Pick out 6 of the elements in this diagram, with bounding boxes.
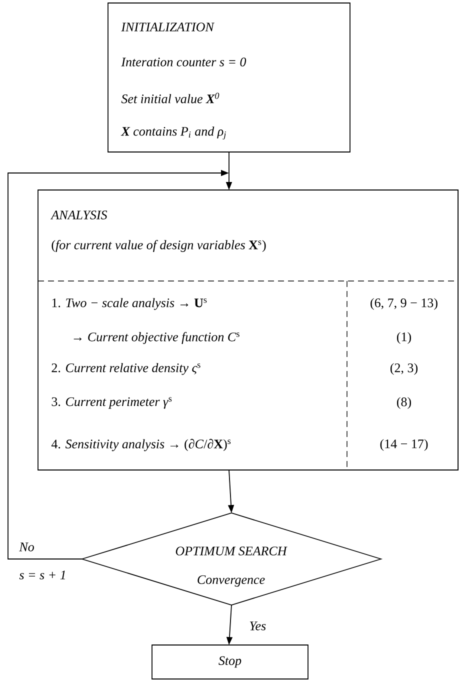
- edge-label: Yes: [250, 622, 266, 630]
- edge-label: No: [19, 542, 34, 552]
- counter-update-label: s = s + 1: [19, 570, 65, 580]
- process-box: ANALYSIS (for current value of design variables X$^{s}$) 1. Two − scale analysis → U$^{s}$ (6, 7, 9 − 13) → Current objective function C$^{s}$ (1) 2. Current relative density ς$^{s}$ (2, 3) 3. Current perimeter γ$^{s}$ (8) 4. Sensitivity analysis → (∂C/∂X)$^{s}$ (14 − 17): [38, 190, 458, 470]
- process-box: INITIALIZATION Interation counter s = 0 Set initial value X$^{0}$ X contains P$_{i}$ and ρ$_{j}$: [108, 2, 350, 152]
- process-box: Stop: [152, 644, 308, 680]
